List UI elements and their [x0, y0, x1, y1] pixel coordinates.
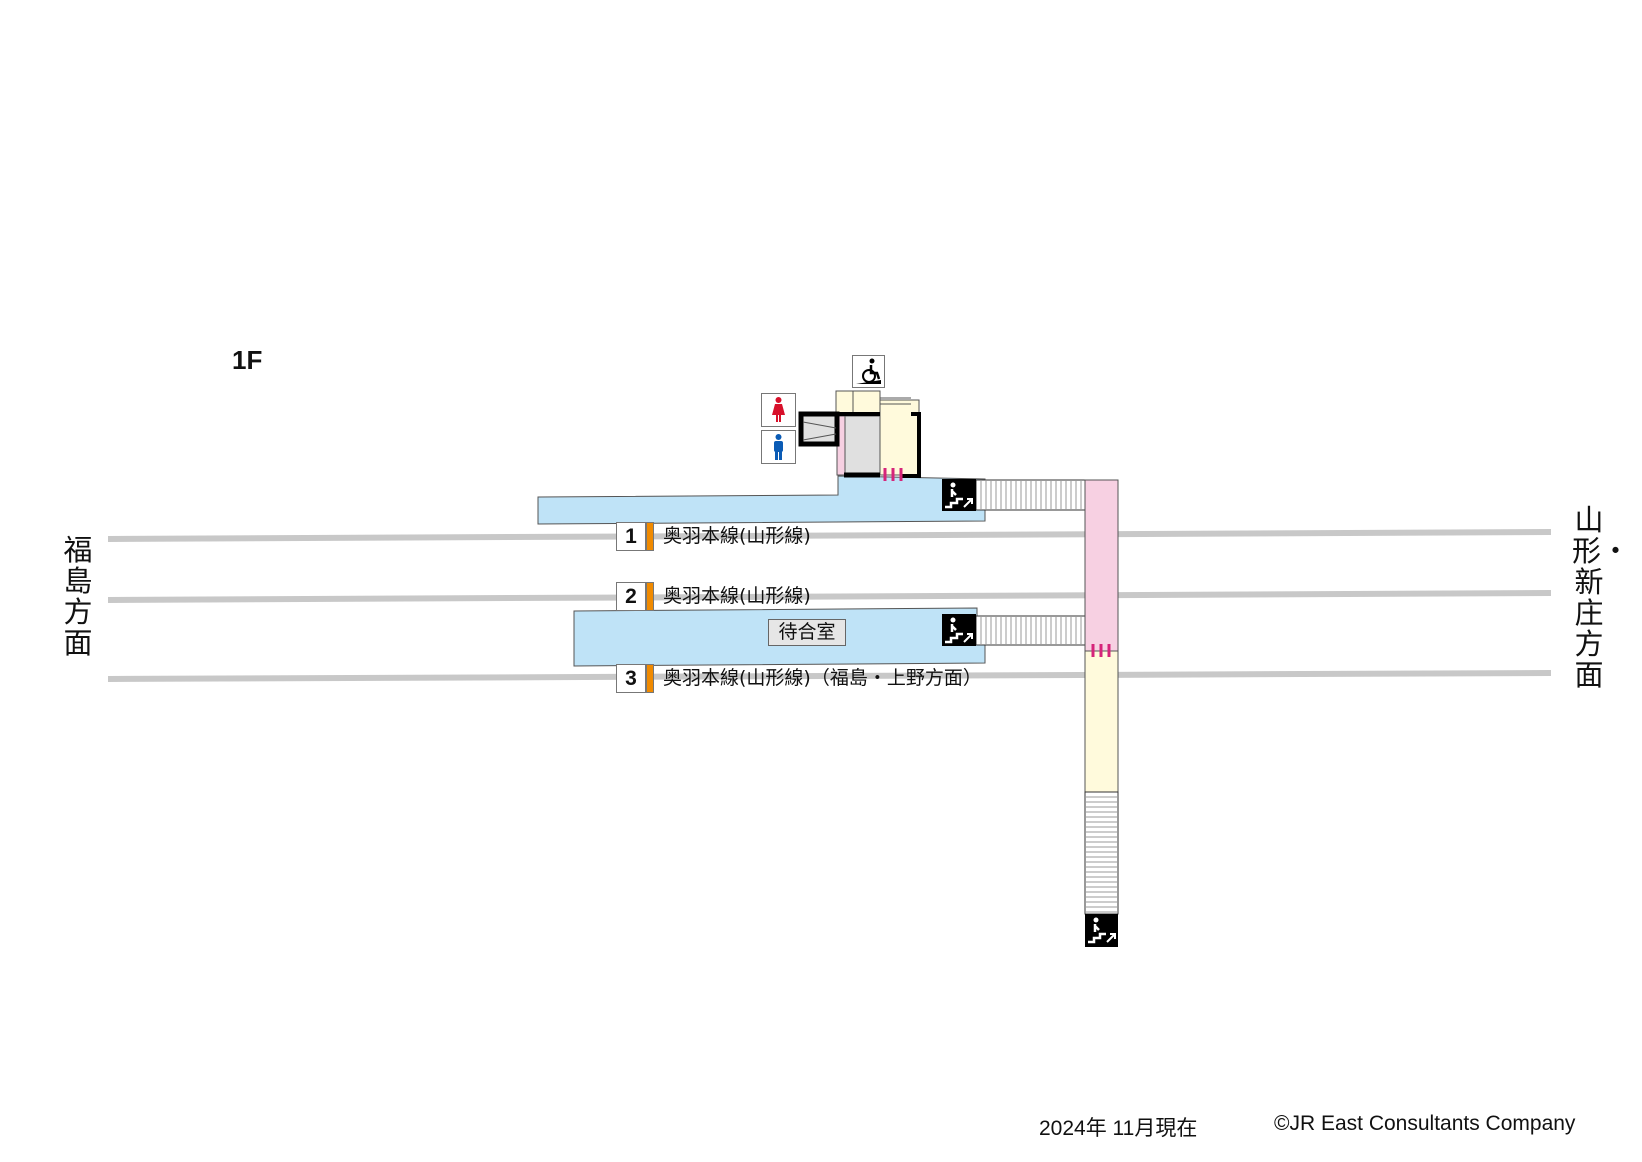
stairs-up-icon — [1085, 914, 1118, 947]
track-2 — [107, 590, 1552, 603]
track-1 — [107, 529, 1552, 542]
date-note: 2024年 11月現在 — [1039, 1117, 1198, 1140]
platform-line-label-1: 奥羽本線(山形線) — [663, 525, 811, 547]
platform-number-3: 3 — [616, 664, 646, 693]
floor-label: 1F — [232, 345, 263, 375]
platform-1 — [537, 475, 986, 525]
platform-number-2: 2 — [616, 582, 646, 611]
male-toilet-icon — [761, 430, 796, 464]
stairs-up-icon — [942, 479, 976, 511]
ticket-gate-concourse — [1091, 644, 1111, 657]
direction-left: 福島方面 — [63, 533, 93, 660]
copyright: ©JR East Consultants Company — [1274, 1112, 1576, 1135]
waiting-room: 待合室 — [768, 619, 846, 646]
station-building — [798, 390, 921, 481]
stairs-exit — [1084, 791, 1119, 915]
platform-line-label-3: 奥羽本線(山形線)（福島・上野方面） — [663, 667, 982, 689]
ticket-gate — [883, 468, 903, 481]
platform-marker — [646, 522, 654, 551]
stairs-passage-upper — [975, 479, 1086, 511]
platform-number-1: 1 — [616, 522, 646, 551]
concourse-cream — [1084, 650, 1119, 793]
platform-line-label-2: 奥羽本線(山形線) — [663, 585, 811, 607]
female-toilet-icon — [761, 393, 796, 427]
track-3 — [107, 670, 1552, 682]
stairs-passage-lower — [975, 615, 1086, 646]
platform-marker — [646, 664, 654, 693]
wheelchair-ramp-icon — [852, 355, 885, 388]
direction-right: 山形・新庄方面 — [1572, 503, 1631, 692]
stairs-up-icon — [942, 614, 976, 646]
platform-marker — [646, 582, 654, 611]
concourse-pink — [1084, 479, 1119, 652]
